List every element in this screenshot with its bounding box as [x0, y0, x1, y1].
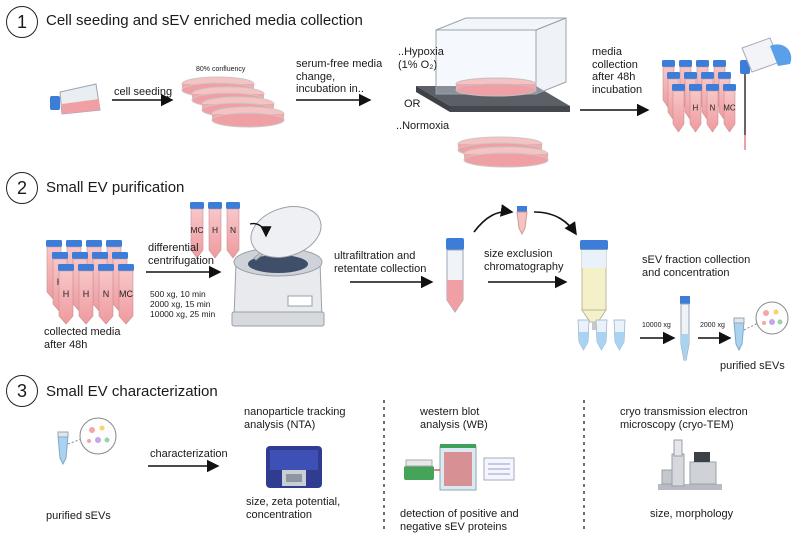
collection-tubes-icon: H N MC [662, 60, 736, 133]
fraction-tube [613, 319, 626, 351]
tube-label: H [212, 225, 218, 235]
collected-media-tubes-icon: HHHNMC [46, 240, 134, 325]
tube-label: MC [190, 225, 203, 235]
tube: MC [723, 84, 736, 133]
normoxia-dishes-icon [457, 136, 549, 168]
label-wb-title: western blot analysis (WB) [420, 406, 488, 431]
nta-device-icon [266, 446, 322, 488]
label-cell-seeding: cell seeding [114, 86, 173, 98]
concentrator-tube-icon [446, 238, 464, 313]
sec-column-icon [580, 240, 608, 330]
label-hypoxia: ..Hypoxia (1% O₂) [398, 46, 444, 71]
tube-label: H [63, 289, 70, 299]
purified-sev-tube-small-icon [57, 417, 117, 466]
tube: MC [118, 264, 134, 325]
label-spin-10000: 10000 xg [642, 322, 671, 329]
label-tem-title: cryo transmission electron microscopy (c… [620, 406, 748, 431]
small-tube-icon [516, 206, 528, 236]
label-spin-2000: 2000 xg [700, 322, 725, 329]
concentrator-column-icon [680, 296, 690, 361]
tube: H [58, 264, 74, 325]
tube-label: N [103, 289, 110, 299]
step-number-1: 1 [6, 6, 38, 38]
label-media-collection: media collection after 48h incubation [592, 46, 643, 96]
dish-stack-icon [181, 76, 285, 128]
label-spin-protocol: 500 xg, 10 min 2000 xg, 15 min 10000 xg,… [150, 289, 216, 319]
step-title-2: Small EV purification [46, 179, 185, 196]
label-ultrafiltration: ultrafiltration and retentate collection [334, 250, 427, 275]
label-purified-sevs-3: purified sEVs [46, 510, 111, 522]
step-number-3: 3 [6, 375, 38, 407]
pipette-icon [740, 37, 792, 150]
step-title-1: Cell seeding and sEV enriched media coll… [46, 12, 363, 29]
label-purified-sevs-2: purified sEVs [720, 360, 785, 372]
tube: H [78, 264, 94, 325]
tube: MC [190, 202, 204, 259]
label-characterization: characterization [150, 448, 228, 460]
label-collected-media: collected media after 48h [44, 326, 121, 351]
label-serum-free: serum-free media change, incubation in.. [296, 58, 383, 96]
tube-label: H [693, 103, 699, 112]
label-fraction-collection: sEV fraction collection and concentratio… [642, 254, 751, 279]
label-normoxia: ..Normoxia [396, 120, 450, 132]
tube-label: N [710, 103, 716, 112]
label-wb-desc: detection of positive and negative sEV p… [400, 508, 519, 533]
label-or: OR [404, 98, 421, 110]
step-title-3: Small EV characterization [46, 383, 218, 400]
fraction-tube [595, 319, 608, 351]
label-confluency: 80% confluency [196, 66, 246, 73]
tube: N [98, 264, 114, 325]
arrow-to-small-tube [473, 204, 514, 233]
tube [672, 84, 685, 133]
cryo-tem-icon [658, 439, 722, 490]
arrow-to-column [533, 211, 577, 236]
hypoxia-chamber-icon [416, 17, 570, 112]
label-tem-desc: size, morphology [650, 508, 734, 520]
tube-label: MC [119, 289, 133, 299]
fraction-tube [577, 319, 590, 351]
tube-label: H [83, 289, 90, 299]
label-nta-desc: size, zeta potential, concentration [246, 496, 341, 521]
purified-sev-tube-icon [733, 301, 789, 352]
tube: N [706, 84, 719, 133]
tube: N [226, 202, 240, 259]
culture-flask-icon [50, 83, 101, 115]
step-number-2: 2 [6, 172, 38, 204]
label-sec: size exclusion chromatography [484, 248, 564, 273]
label-differential: differential centrifugation [148, 242, 215, 267]
centrifuge-icon [231, 206, 325, 327]
tube: H [689, 84, 702, 133]
tube-label: N [230, 225, 236, 235]
western-blot-icon [404, 444, 515, 491]
tube: H [208, 202, 222, 259]
label-nta-title: nanoparticle tracking analysis (NTA) [244, 406, 346, 431]
fraction-tubes-icon [577, 319, 626, 351]
fractionated-tubes-icon: MC H N [190, 202, 240, 259]
tube-label: MC [723, 103, 735, 112]
